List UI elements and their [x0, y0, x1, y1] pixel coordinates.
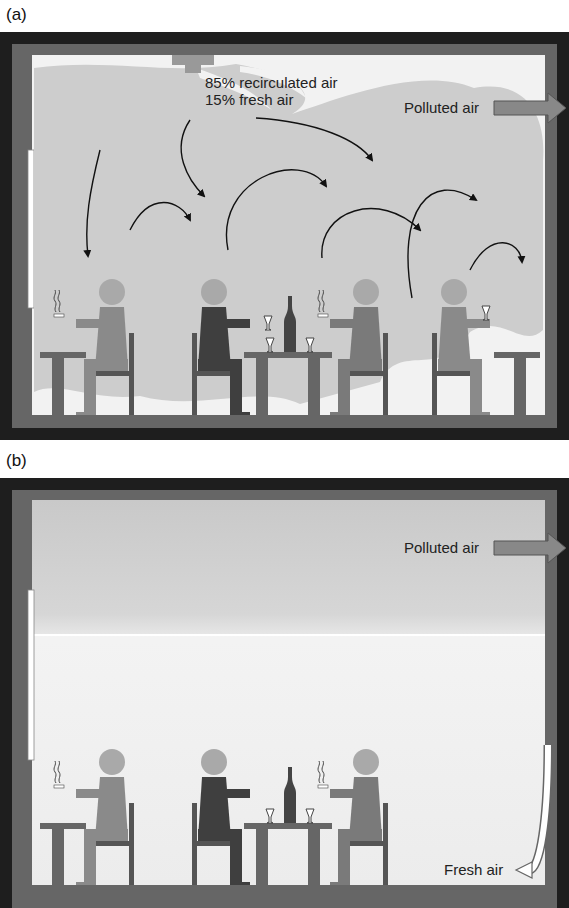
inflow-label: Fresh air — [444, 861, 503, 878]
panel-label: (b) — [6, 452, 27, 469]
air-mix-note: 15% fresh air — [205, 91, 293, 108]
outflow-label: Polluted air — [404, 99, 479, 116]
outflow-label: Polluted air — [404, 539, 479, 556]
panel-label: (a) — [6, 6, 27, 23]
air-mix-note: 85% recirculated air — [205, 74, 338, 91]
